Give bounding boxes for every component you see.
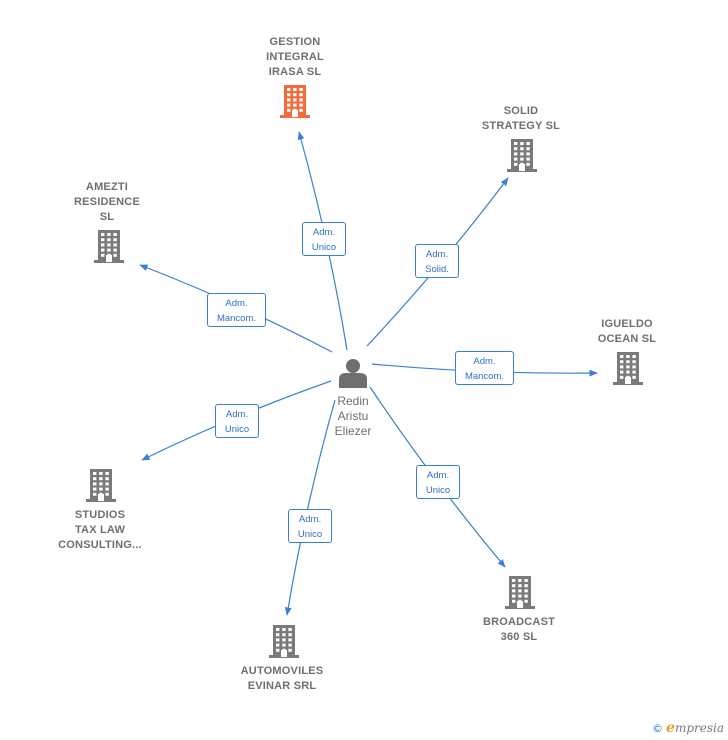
role-text: Mancom. bbox=[216, 313, 257, 324]
company-name-gestion[interactable]: GESTION INTEGRAL IRASA SL bbox=[225, 35, 365, 80]
company-name-solid-line: STRATEGY SL bbox=[481, 120, 561, 132]
company-name-amezti-line: SL bbox=[99, 211, 115, 223]
company-name-automoviles-line: AUTOMOVILES bbox=[240, 665, 324, 677]
role-text: Adm. bbox=[298, 514, 322, 525]
company-name-studios-line: STUDIOS bbox=[74, 509, 126, 521]
company-name-broadcast[interactable]: BROADCAST 360 SL bbox=[449, 615, 589, 645]
role-text: Adm. bbox=[312, 227, 336, 238]
role-text: Adm. bbox=[225, 298, 248, 309]
footer-credit: ©empresia bbox=[652, 720, 724, 736]
company-name-broadcast-line: BROADCAST bbox=[482, 616, 556, 628]
building-icon-gestion[interactable] bbox=[280, 85, 310, 118]
role-text: Adm. bbox=[425, 249, 449, 260]
building-icon-automoviles[interactable] bbox=[269, 625, 299, 658]
role-badge-automoviles[interactable]: Adm. Unico bbox=[288, 509, 332, 543]
company-name-amezti-line: RESIDENCE bbox=[74, 196, 140, 208]
edge-automoviles bbox=[284, 399, 336, 616]
company-name-solid[interactable]: SOLID STRATEGY SL bbox=[451, 104, 591, 134]
person-name-line: Redin bbox=[337, 394, 369, 408]
company-name-automoviles[interactable]: AUTOMOVILES EVINAR SRL bbox=[212, 664, 352, 694]
copyright-symbol: © bbox=[652, 722, 664, 735]
company-name-gestion-line: INTEGRAL bbox=[266, 51, 324, 63]
company-name-igueldo-line: OCEAN SL bbox=[597, 333, 657, 345]
role-text: Unico bbox=[425, 485, 451, 496]
role-badge-amezti[interactable]: Adm. Mancom. bbox=[207, 293, 266, 327]
role-text: Unico bbox=[224, 424, 250, 435]
graph-nodes bbox=[86, 85, 643, 658]
role-text: Mancom. bbox=[464, 371, 505, 382]
company-name-amezti[interactable]: AMEZTI RESIDENCE SL bbox=[37, 180, 177, 225]
company-name-broadcast-line: 360 SL bbox=[500, 631, 538, 643]
person-name-line: Eliezer bbox=[334, 424, 372, 438]
company-name-gestion-line: GESTION bbox=[269, 36, 321, 48]
company-name-gestion-line: IRASA SL bbox=[268, 66, 322, 78]
brand-initial: e bbox=[666, 720, 675, 736]
person-name-line: Aristu bbox=[337, 409, 369, 423]
company-name-igueldo[interactable]: IGUELDO OCEAN SL bbox=[557, 317, 697, 347]
role-badge-gestion[interactable]: Adm. Unico bbox=[302, 222, 346, 256]
company-name-studios-line: CONSULTING... bbox=[58, 539, 142, 551]
role-badge-studios[interactable]: Adm. Unico bbox=[215, 404, 259, 438]
role-text: Adm. bbox=[225, 409, 249, 420]
role-text: Solid. bbox=[425, 264, 449, 275]
relation-edges bbox=[139, 131, 598, 616]
building-icon-igueldo[interactable] bbox=[613, 352, 643, 385]
role-text: Adm. bbox=[426, 470, 450, 481]
company-name-studios-line: TAX LAW bbox=[74, 524, 126, 536]
role-text: Unico bbox=[311, 242, 337, 253]
building-icon-studios[interactable] bbox=[86, 469, 116, 502]
company-name-solid-line: SOLID bbox=[503, 105, 539, 117]
company-name-studios[interactable]: STUDIOS TAX LAW CONSULTING... bbox=[30, 508, 170, 553]
brand-name: mpresia bbox=[674, 721, 724, 735]
role-badge-broadcast[interactable]: Adm. Unico bbox=[416, 465, 460, 499]
role-text: Adm. bbox=[473, 356, 496, 367]
role-text: Unico bbox=[297, 529, 323, 540]
building-icon-amezti[interactable] bbox=[94, 230, 124, 263]
role-badge-solid[interactable]: Adm. Solid. bbox=[415, 244, 459, 278]
company-name-automoviles-line: EVINAR SRL bbox=[247, 680, 317, 692]
brand-logo: empresia bbox=[666, 720, 724, 736]
building-icon-broadcast[interactable] bbox=[505, 576, 535, 609]
building-icon-solid[interactable] bbox=[507, 139, 537, 172]
person-icon[interactable] bbox=[339, 359, 367, 388]
role-badge-igueldo[interactable]: Adm. Mancom. bbox=[455, 351, 514, 385]
company-name-igueldo-line: IGUELDO bbox=[601, 318, 653, 330]
company-name-amezti-line: AMEZTI bbox=[85, 181, 129, 193]
